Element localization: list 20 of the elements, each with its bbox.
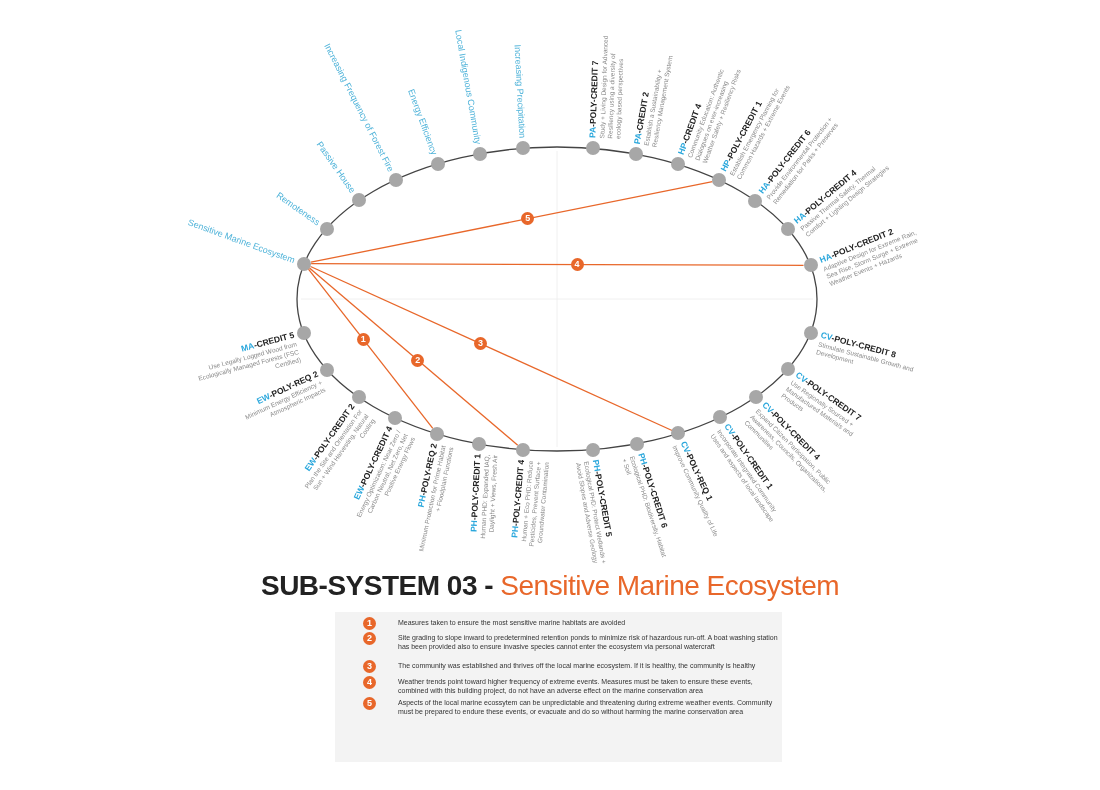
edge-label: 2	[411, 353, 425, 367]
factor-label: Increasing Precipitation	[511, 44, 529, 139]
number-badge: 4	[363, 676, 376, 689]
factor-label: Local Indigenous Community	[452, 28, 485, 145]
credit-code: PH-POLY-CREDIT 1	[467, 453, 483, 533]
edge-label: 5	[521, 212, 535, 226]
edge-label: 4	[570, 258, 584, 271]
number-badge: 5	[363, 697, 376, 710]
credit-code: PA-POLY-CREDIT 7	[587, 59, 600, 139]
connector-line	[309, 265, 673, 432]
edge-label: 3	[473, 337, 487, 351]
number-badge: 1	[363, 617, 376, 630]
number-badge: 2	[363, 632, 376, 645]
connector-line	[310, 181, 714, 263]
connector-line	[310, 262, 805, 266]
diagram-title: SUB-SYSTEM 03 - Sensitive Marine Ecosystem	[259, 570, 841, 602]
connector-line	[307, 268, 434, 429]
edge-label: 1	[356, 332, 370, 346]
connector-line	[308, 267, 519, 446]
number-badge: 3	[363, 660, 376, 673]
